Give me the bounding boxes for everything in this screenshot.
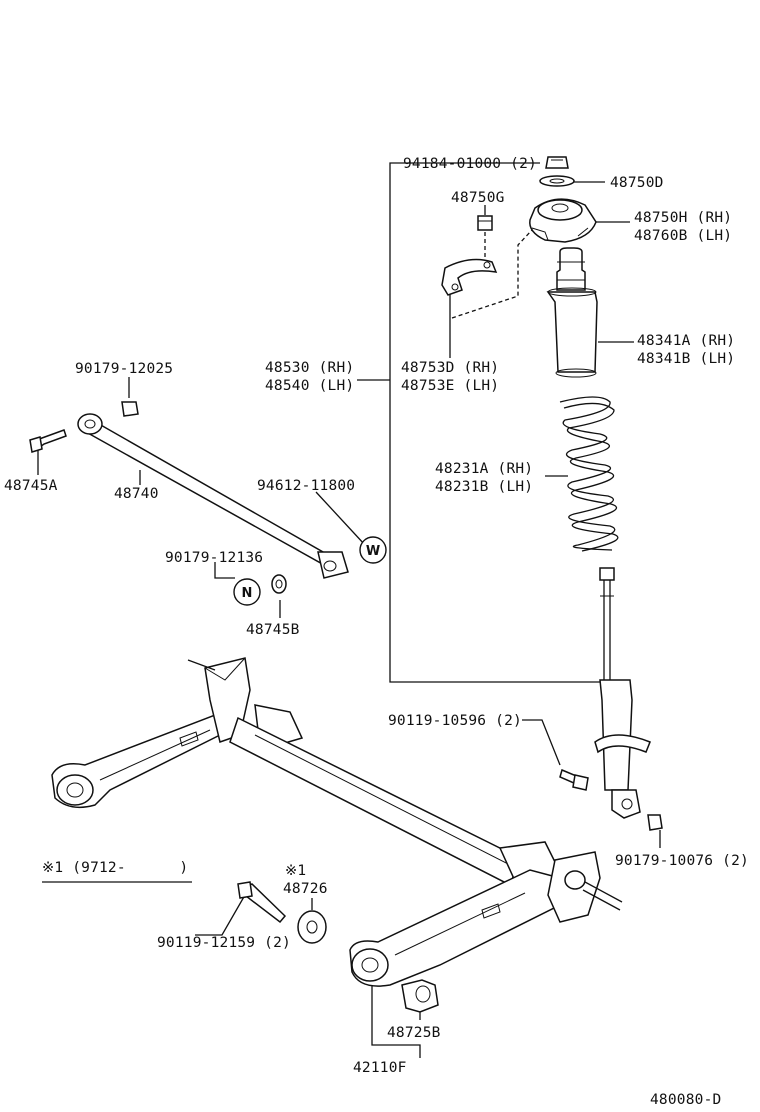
label-48750G[interactable]: 48750G <box>451 190 505 206</box>
label-48760B[interactable]: 48760B (LH) <box>634 228 732 244</box>
label-48540[interactable]: 48540 (LH) <box>265 378 354 394</box>
bolt-90119-10596 <box>559 768 589 791</box>
washer-48750D <box>539 175 575 187</box>
bracket-48753D <box>441 258 498 296</box>
diagram-id: 480080-D <box>650 1092 721 1108</box>
bolt-48745A <box>29 429 67 453</box>
label-48745A[interactable]: 48745A <box>4 478 58 494</box>
label-90119-12159[interactable]: 90119-12159 (2) <box>157 935 291 951</box>
label-48726[interactable]: 48726 <box>283 881 328 897</box>
leader-lines <box>37 162 661 1058</box>
torsion-beam-42110F <box>51 657 623 987</box>
badge-n-text: N <box>242 586 253 601</box>
shock-absorber <box>594 567 651 819</box>
label-42110F[interactable]: 42110F <box>353 1060 407 1076</box>
upper-mount-nut-94184 <box>545 156 569 169</box>
support-48750H <box>529 198 597 243</box>
label-90179-12136[interactable]: 90179-12136 <box>165 550 263 566</box>
nut-48750G <box>477 215 493 231</box>
washer-48726 <box>297 910 327 944</box>
nut-90179-10076 <box>647 814 663 831</box>
label-48725B[interactable]: 48725B <box>387 1025 441 1041</box>
badge-w-text: W <box>366 544 380 559</box>
label-48341B[interactable]: 48341B (LH) <box>637 351 735 367</box>
label-48753E[interactable]: 48753E (LH) <box>401 378 499 394</box>
label-48231A[interactable]: 48231A (RH) <box>435 461 533 477</box>
control-rod-48740 <box>77 413 349 579</box>
label-48726-note: ※1 <box>285 863 306 879</box>
bolt-90119-12159 <box>237 881 287 924</box>
coil-spring-48231 <box>559 396 619 552</box>
label-48750D[interactable]: 48750D <box>610 175 664 191</box>
label-48745B[interactable]: 48745B <box>246 622 300 638</box>
label-48530[interactable]: 48530 (RH) <box>265 360 354 376</box>
label-90179-12025[interactable]: 90179-12025 <box>75 361 173 377</box>
footnote-text: ※1 (9712- ) <box>42 860 188 876</box>
badge-w: W <box>359 536 387 564</box>
label-48740[interactable]: 48740 <box>114 486 159 502</box>
label-48750H[interactable]: 48750H (RH) <box>634 210 732 226</box>
label-48231B[interactable]: 48231B (LH) <box>435 479 533 495</box>
label-48753D[interactable]: 48753D (RH) <box>401 360 499 376</box>
label-90119-10596[interactable]: 90119-10596 (2) <box>388 713 522 729</box>
label-48341A[interactable]: 48341A (RH) <box>637 333 735 349</box>
bushing-48725B <box>401 979 439 1013</box>
label-94612-11800[interactable]: 94612-11800 <box>257 478 355 494</box>
label-90179-10076[interactable]: 90179-10076 (2) <box>615 853 749 869</box>
washer-48745B <box>271 574 287 594</box>
label-94184-01000[interactable]: 94184-01000 (2) <box>403 156 537 172</box>
bumper-and-boot-48341 <box>546 247 598 378</box>
badge-n: N <box>233 578 261 606</box>
nut-90179-12025 <box>121 401 139 417</box>
